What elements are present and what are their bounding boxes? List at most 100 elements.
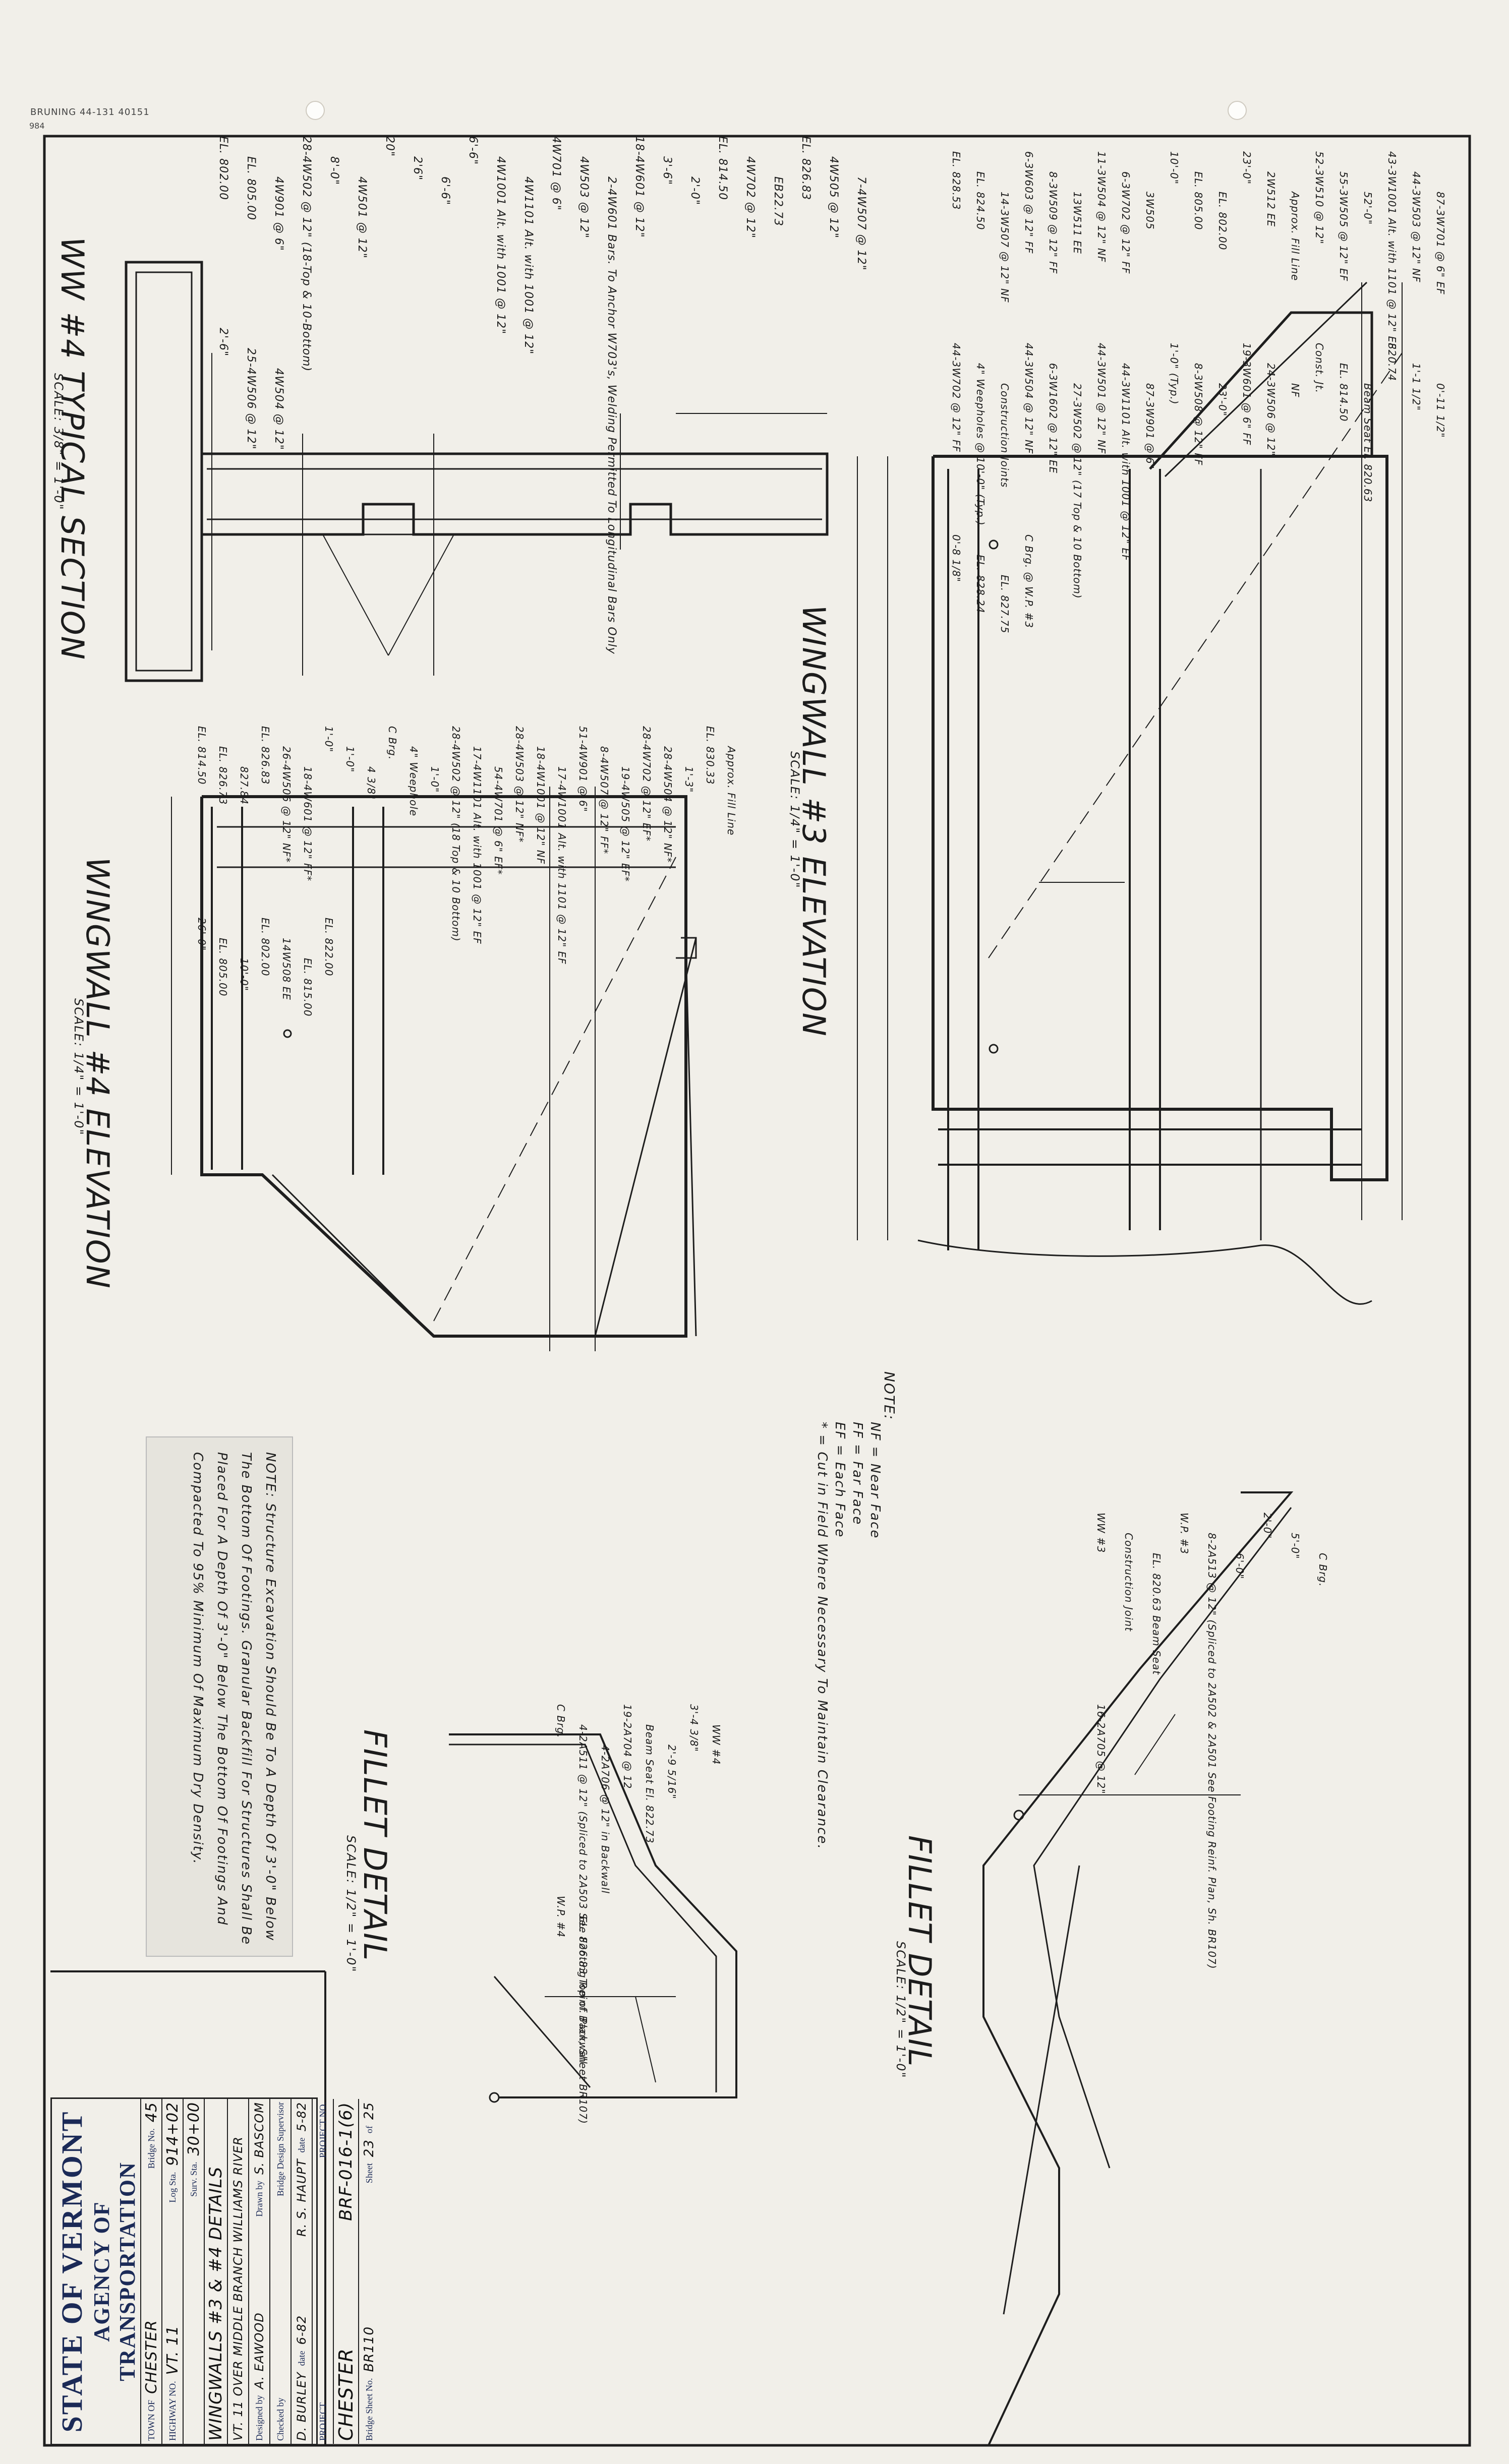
- fillet-right-drawing: [982, 1491, 1294, 2446]
- fillet-right-label: Construction Joint: [1123, 1533, 1135, 1632]
- supervisor-date-label: date: [296, 2137, 307, 2153]
- ww3-elev-label: 1'-1 1/2": [1410, 363, 1422, 411]
- bridge-no-label: Bridge No.: [146, 2128, 156, 2169]
- ww4-elev-label: EL. 805.00: [217, 938, 229, 997]
- ww3-elev-label: 8-3W509 @ 12" FF: [1047, 171, 1059, 274]
- ww4-section-label: 3'-6": [661, 156, 673, 186]
- sheet-number: 23: [362, 2139, 377, 2157]
- ww3-elev-label: 10'-0": [1168, 151, 1180, 185]
- ww4-section-label: EL. 802.00: [217, 136, 229, 201]
- ww3-elev-label: 3W505: [1144, 192, 1156, 230]
- ww4-section-label: 20": [383, 136, 396, 157]
- supervisor-date: 5-82: [295, 2102, 309, 2132]
- ww3-elev-label: 87-3W901 @ 6": [1144, 383, 1156, 469]
- ww3-elev-label: EL. 814.50: [1338, 363, 1350, 422]
- ww3-elev-label: 19-3W601 @ 6" FF: [1241, 343, 1253, 446]
- sheet-total: 25: [362, 2102, 377, 2120]
- punch-hole-left: [306, 101, 325, 120]
- ww4-elev-label: 1'-3": [683, 766, 695, 793]
- legend-line-2: FF = Far Face: [850, 1422, 865, 1526]
- ww3-elev-label: 14-3W507 @ 12" NF: [999, 192, 1011, 303]
- fillet-right-label: WW #3: [1095, 1513, 1107, 1553]
- ww3-elevation-drawing: [857, 281, 1403, 1305]
- project-no-label: PROJECT NO.: [317, 2102, 328, 2158]
- sheet-label: Sheet: [364, 2163, 374, 2184]
- agency-name: AGENCY OF TRANSPORTATION: [89, 2161, 140, 2381]
- fillet-right-label: C Brg.: [1317, 1553, 1329, 1587]
- ww4-section-label: 6'-6": [439, 176, 451, 206]
- ww3-elev-label: 0'-11 1/2": [1434, 383, 1446, 438]
- ww4-section-label: 4W501 @ 12": [356, 176, 368, 259]
- project-label: PROJECT: [317, 2402, 328, 2441]
- ww4-elev-label: 1'-0": [344, 746, 356, 773]
- ww3-elev-label: 8-3W508 @ 12" FF: [1192, 363, 1204, 466]
- ww4-section-label: 4W901 @ 6": [272, 176, 285, 251]
- ww4-elev-label: 18-4W1001 @ 12" NF: [535, 746, 547, 865]
- ww3-elev-label: 87-3W701 @ 6" EF: [1434, 192, 1446, 295]
- ww3-elev-label: 6-3W702 @ 12" FF: [1120, 171, 1132, 274]
- ww3-elev-label: 6-3W1602 @ 12" EE: [1047, 363, 1059, 474]
- ww3-elev-label: 44-3W503 @ 12" NF: [1410, 171, 1422, 283]
- legend-line-1: NF = Near Face: [867, 1422, 883, 1539]
- ww3-elev-label: 13W511 EE: [1071, 192, 1083, 255]
- vendor-code: 984: [29, 121, 45, 131]
- ww3-elev-label: Approx. Fill Line: [1289, 192, 1301, 281]
- ww3-elev-label: NF: [1289, 383, 1301, 398]
- title-block: STATE OF VERMONT AGENCY OF TRANSPORTATIO…: [50, 2097, 379, 2445]
- ww4-elev-label: Approx. Fill Line: [725, 746, 737, 836]
- ww3-elev-label: 55-3W505 @ 12" EF: [1338, 171, 1350, 282]
- ww4-section-label: 4W701 @ 6": [550, 136, 562, 211]
- fillet-right-scale: SCALE: 1/2" = 1'-0": [894, 1941, 908, 2079]
- highway-value: VT. 11: [163, 2325, 182, 2375]
- ww4-section-label: 2'-0": [688, 176, 701, 206]
- ww4-elev-label: EL. 826.73: [217, 746, 229, 805]
- ww4-elevation-drawing: [171, 787, 697, 1351]
- ww3-elev-label: 2W512 EE: [1265, 171, 1277, 227]
- ww4-elev-label: 28-4W503 @ 12" NF*: [513, 726, 526, 843]
- ww3-elev-label: 44-3W702 @ 12" FF: [950, 343, 962, 453]
- ww3-elev-label: 1'-0" (Typ.): [1168, 343, 1180, 405]
- ww3-elevation-scale: SCALE: 1/4" = 1'-0": [788, 751, 802, 889]
- ww3-elev-label: 52'-0": [1362, 192, 1374, 225]
- fillet-left-drawing: [449, 1733, 737, 2103]
- fillet-left-label: Beam Seat El. 822.73: [644, 1724, 656, 1844]
- ww4-section-label: EL. 805.00: [245, 156, 257, 221]
- ww3-elev-label: 44-3W504 @ 12" NF: [1023, 343, 1035, 454]
- log-sta-label: Log Sta.: [167, 2172, 178, 2203]
- ww4-elev-label: EL. 814.50: [196, 726, 208, 785]
- log-sta-value: 914+02: [163, 2102, 182, 2166]
- surv-sta-label: Surv. Sta.: [188, 2161, 199, 2197]
- ww3-elev-label: 27-3W502 @ 12" (17 Top & 10 Bottom): [1071, 383, 1083, 599]
- ww4-elev-label: 4 3/8": [365, 766, 377, 800]
- ww4-elev-label: C Brg.: [386, 726, 398, 760]
- drawn-label: Drawn by: [254, 2180, 264, 2217]
- ww3-elev-label: 44-3W501 @ 12" NF: [1095, 343, 1108, 454]
- ww3-elev-label: 820.74: [1386, 343, 1398, 381]
- ww4-elev-label: 4" Weephole: [408, 746, 420, 817]
- checked-label: Checked by: [275, 2397, 285, 2441]
- fillet-left-label: C Brg.: [555, 1704, 567, 1738]
- ww3-elev-label: C Brg. @ W.P. #3: [1023, 534, 1035, 629]
- ww4-section-label: 4W505 @ 12": [827, 156, 840, 238]
- ww4-elev-label: EL. 815.00: [302, 958, 314, 1017]
- ww4-section-label: 28-4W502 @ 12" (18-Top & 10-Bottom): [300, 136, 313, 372]
- fillet-right-label: 16-2A705 @ 12": [1095, 1704, 1107, 1794]
- legend-line-3: EF = Each Face: [832, 1422, 847, 1538]
- ww4-section-label: 25-4W506 @ 12": [245, 348, 257, 450]
- structure-note-box: [146, 1436, 293, 1957]
- sheet-of: of: [364, 2126, 374, 2134]
- ww4-elev-label: 51-4W901 @ 6": [577, 726, 589, 812]
- ww3-elev-label: EL. 805.00: [1192, 171, 1204, 230]
- sheet-title: WINGWALLS #3 & #4 DETAILS: [206, 2166, 226, 2441]
- ww3-elev-label: Const. Jt.: [1313, 343, 1325, 393]
- ww4-elev-label: 17-4W1101 Alt. with 1001 @ 12" EF: [471, 746, 483, 944]
- fillet-right-label: 5'-0": [1289, 1533, 1301, 1559]
- checked-date: 6-82: [295, 2315, 309, 2345]
- ww3-elev-label: Beam Seat El. 820.63: [1362, 383, 1374, 503]
- project-no-value: BRF-016-1(6): [336, 2102, 356, 2221]
- ww3-elev-label: EL. 824.50: [974, 171, 986, 230]
- supervisor-value: R. S. HAUPT: [295, 2158, 309, 2237]
- designed-label: Designed by: [254, 2395, 264, 2441]
- bridge-sheet-value: BR110: [362, 2326, 377, 2372]
- sheet-border: [43, 135, 1471, 2447]
